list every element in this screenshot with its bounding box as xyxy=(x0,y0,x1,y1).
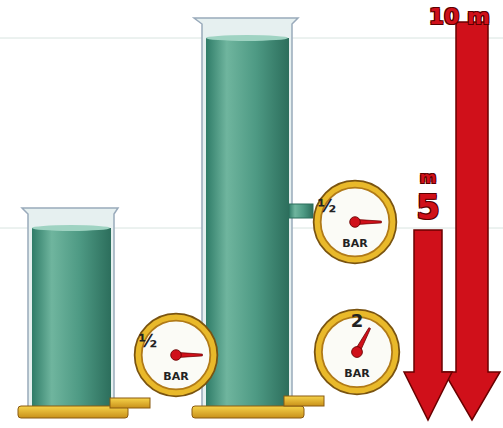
gauge-value: ½ xyxy=(318,197,337,215)
height-label-part: 5 xyxy=(416,190,440,224)
gauge-unit: BAR xyxy=(344,368,369,379)
gauge-unit: BAR xyxy=(342,238,367,249)
gauge-value: 2 xyxy=(351,312,364,330)
pressure-gauge: ½ BAR xyxy=(132,311,220,399)
height-label: 10 m xyxy=(429,6,490,28)
gauge-face xyxy=(311,178,399,266)
gauge-face xyxy=(132,311,220,399)
height-label-part: m xyxy=(420,170,437,186)
pressure-gauge: 2BAR xyxy=(312,307,402,397)
gauge-value: ½ xyxy=(139,332,158,350)
gauge-unit: BAR xyxy=(163,371,188,382)
pressure-gauge: ½ BAR xyxy=(311,178,399,266)
